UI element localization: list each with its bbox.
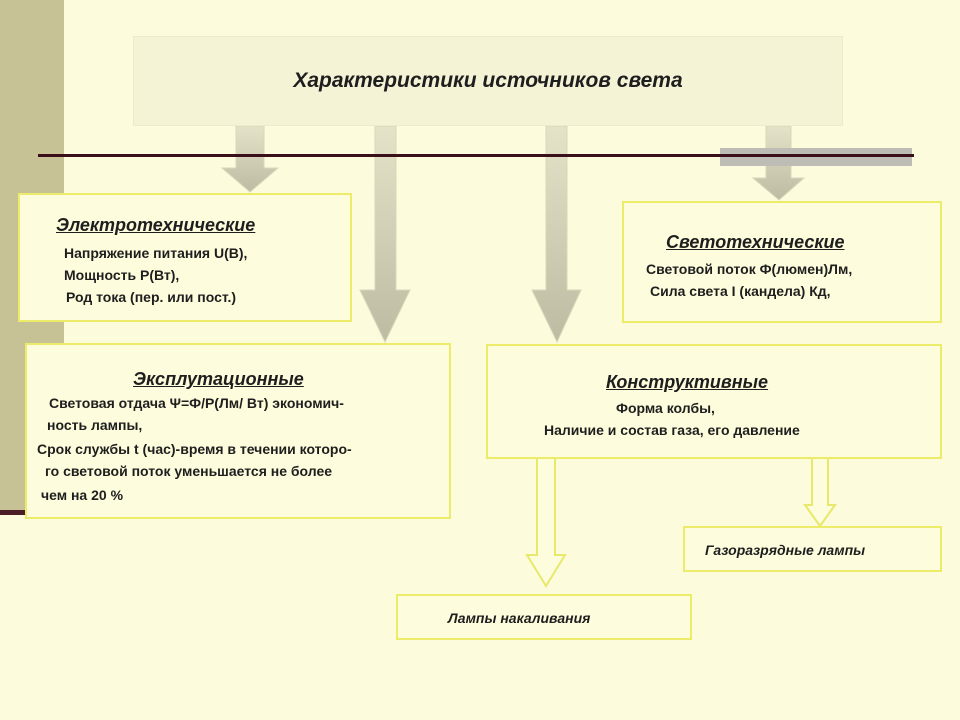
operational-line-1: Световая отдача Ψ=Ф/Р(Лм/ Вт) экономич- (49, 395, 344, 411)
light-line-2: Сила света I (кандела) Кд, (650, 283, 831, 299)
constructive-line-1: Форма колбы, (616, 400, 715, 416)
electro-line-2: Мощность Р(Вт), (64, 267, 180, 283)
operational-line-4: го световой поток уменьшается не более (45, 463, 333, 479)
diagram-title: Характеристики источников света (293, 69, 683, 92)
divider-line (38, 154, 914, 157)
title-box: Характеристики источников света (133, 36, 843, 126)
arrow-to-constructive (531, 125, 582, 344)
electro-line-3: Род тока (пер. или пост.) (66, 289, 237, 305)
operational-line-2: ность лампы, (47, 417, 143, 433)
box-incandescent-lamps: Лампы накаливания (396, 594, 692, 640)
box-gas-discharge-lamps: Газоразрядные лампы (683, 526, 942, 572)
light-line-1: Световой поток Ф(люмен)Лм, (646, 261, 853, 277)
box-lighttechnical-heading: Светотехнические (666, 232, 845, 252)
operational-line-5: чем на 20 % (41, 487, 124, 503)
constructive-line-2: Наличие и состав газа, его давление (544, 422, 800, 438)
box-electrotechnical-heading: Электротехнические (56, 215, 256, 235)
electro-line-1: Напряжение питания U(В), (64, 245, 248, 261)
operational-line-3: Срок службы t (час)-время в течении кото… (37, 441, 352, 457)
gas-discharge-lamps-label: Газоразрядные лампы (705, 542, 866, 558)
arrow-to-operational (359, 125, 411, 344)
box-constructive: Конструктивные Форма колбы, Наличие и со… (486, 344, 942, 459)
divider-line-overlay (720, 154, 912, 157)
arrow-to-incandescent (525, 456, 567, 588)
box-operational-heading: Эксплутационные (133, 369, 304, 389)
arrow-to-electro (220, 125, 280, 193)
box-lighttechnical: Светотехнические Световой поток Ф(люмен)… (622, 201, 942, 323)
incandescent-lamps-label: Лампы накаливания (448, 610, 591, 626)
box-operational: Эксплутационные Световая отдача Ψ=Ф/Р(Лм… (25, 343, 451, 519)
box-constructive-heading: Конструктивные (606, 372, 769, 392)
box-electrotechnical: Электротехнические Напряжение питания U(… (18, 193, 352, 322)
arrow-to-gas (803, 456, 837, 528)
divider-grey-bar (720, 148, 912, 166)
